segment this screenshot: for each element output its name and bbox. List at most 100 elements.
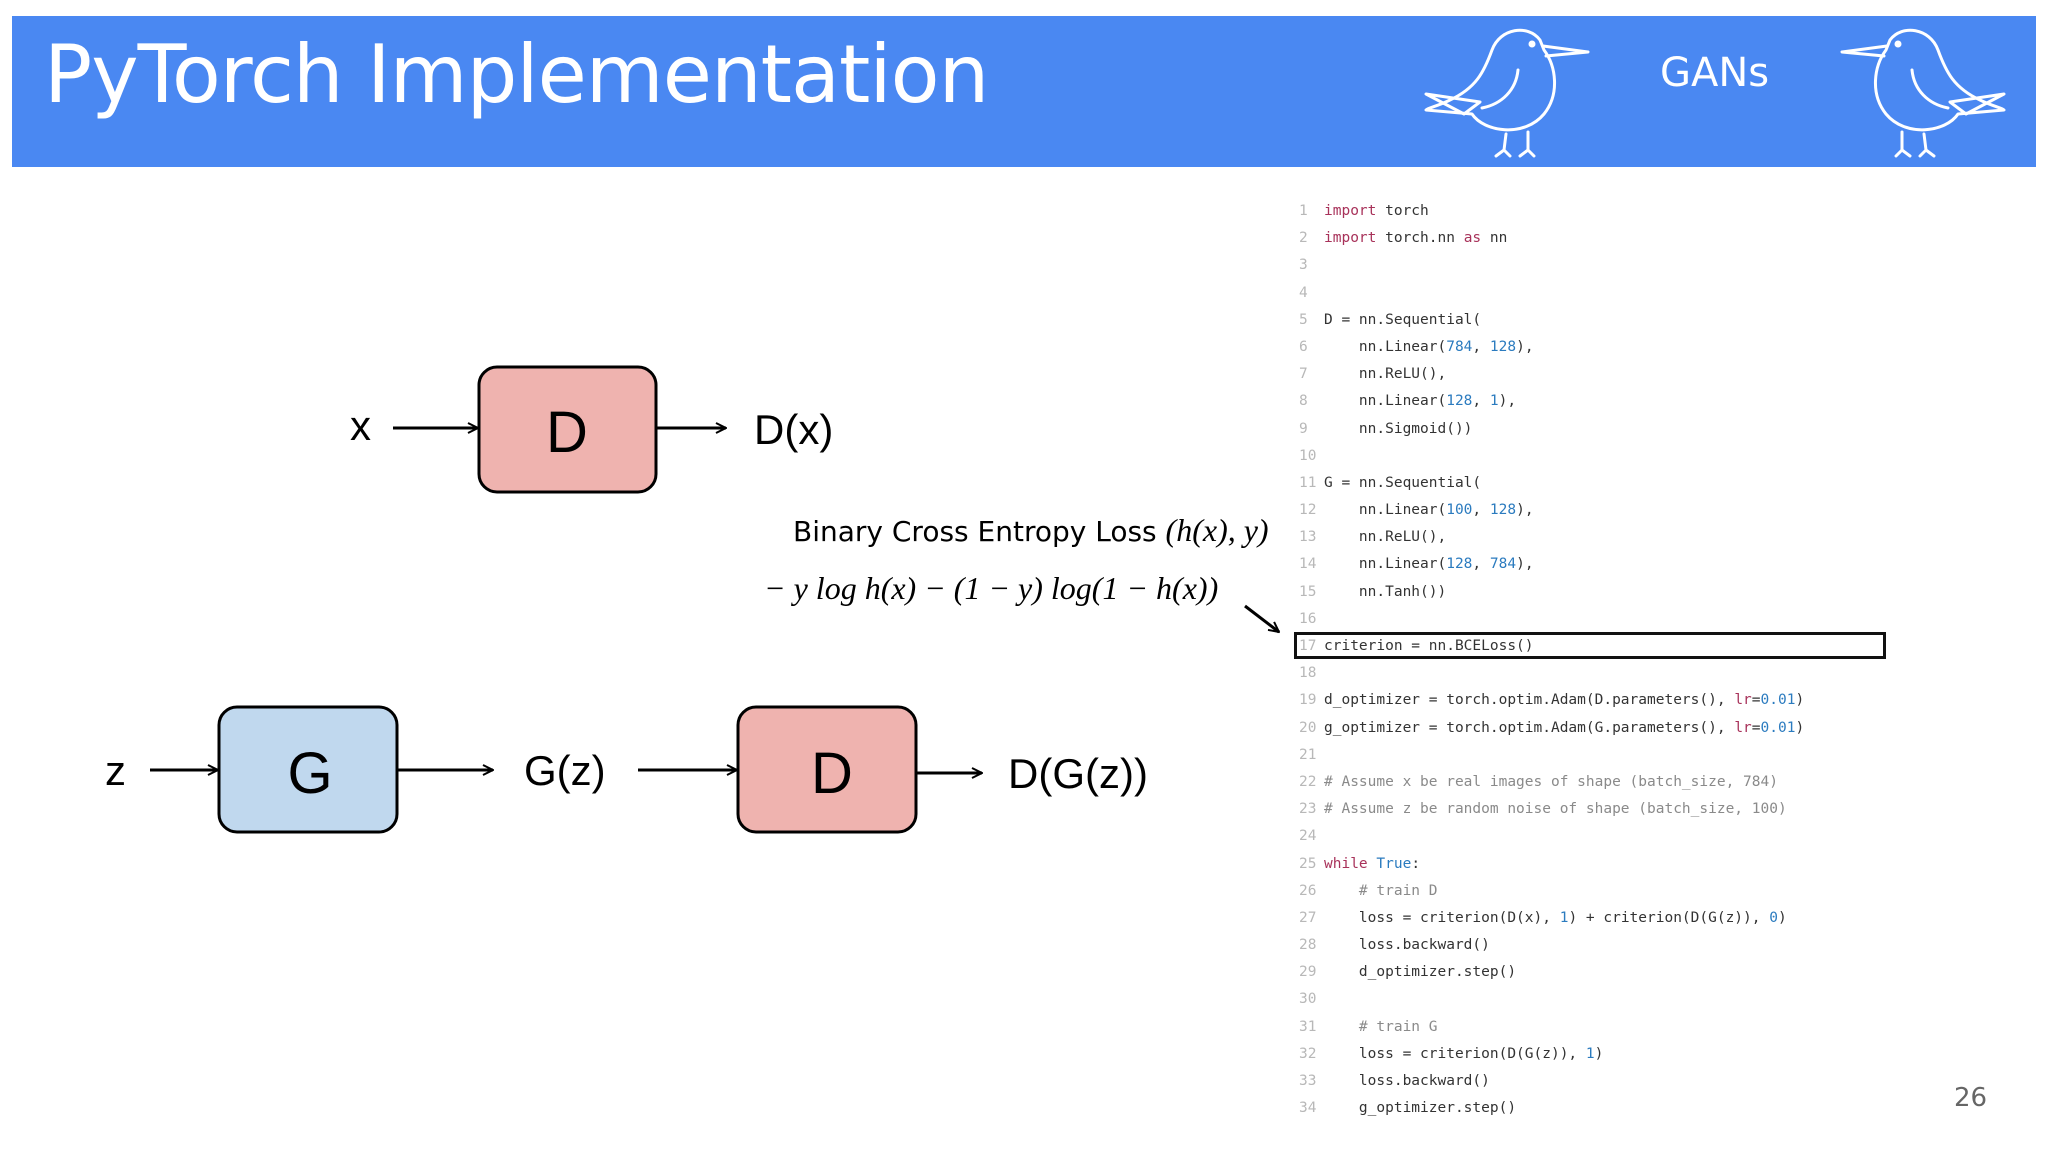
loss-formula: − y log h(x) − (1 − y) log(1 − h(x)): [764, 570, 1219, 606]
line-number: 7: [1299, 366, 1308, 383]
generator-box-label: G: [287, 741, 332, 806]
title-banner: [12, 16, 2036, 167]
code-line: 23 # Assume z be random noise of shape (b…: [1290, 796, 1900, 823]
line-number: 1: [1299, 203, 1308, 219]
code-line: 31 # train G: [1290, 1014, 1900, 1041]
gz-label: G(z): [524, 747, 606, 794]
code-token: g_optimizer.step(): [1324, 1100, 1517, 1117]
code-line: 4: [1290, 280, 1900, 307]
code-token: ),: [1516, 502, 1534, 519]
line-number: 6: [1299, 338, 1308, 355]
code-token: ): [1777, 909, 1787, 926]
line-number: 11: [1299, 474, 1317, 491]
discriminator-box-2: [736, 705, 918, 834]
code-line: 24: [1290, 823, 1900, 850]
code-token: while: [1324, 855, 1368, 872]
code-line: 32 loss = criterion(D(G(z)), 1): [1290, 1041, 1900, 1068]
criterion-highlight-box: [1294, 632, 1886, 659]
code-token: 1: [1585, 1045, 1595, 1062]
code-token: D = nn.Sequential(: [1324, 311, 1482, 328]
line-number: 20: [1299, 719, 1317, 736]
code-token: loss = criterion(D(G(z)),: [1324, 1045, 1586, 1062]
code-line: 26 # train D: [1290, 878, 1900, 905]
loss-title: Binary Cross Entropy Loss (h(x), y): [793, 512, 1269, 549]
code-token: 0.01: [1760, 692, 1796, 709]
code-token: G = nn.Sequential(: [1324, 474, 1482, 491]
code-token: :: [1411, 855, 1421, 872]
page-number: 26: [1954, 1083, 1988, 1113]
code-token: ,: [1472, 556, 1490, 573]
code-line: 22# Assume x be real images of shape (ba…: [1290, 769, 1900, 796]
code-token: ),: [1516, 338, 1534, 355]
code-token: as: [1463, 230, 1482, 247]
code-token: # Assume z be random noise of shape (bat…: [1324, 801, 1787, 818]
code-token: ,: [1472, 393, 1490, 410]
line-number: 24: [1299, 828, 1317, 845]
line-number: 32: [1299, 1045, 1317, 1062]
code-token: lr: [1734, 692, 1752, 709]
generator-box: [217, 705, 399, 834]
code-token: 128: [1489, 338, 1517, 355]
code-token: True: [1376, 855, 1412, 872]
code-line: 6 nn.Linear(784, 128),: [1290, 334, 1900, 361]
code-token: 1: [1559, 909, 1569, 926]
code-token: loss.backward(): [1324, 937, 1490, 954]
code-token: d_optimizer.step(): [1324, 964, 1517, 981]
code-token: 0: [1769, 909, 1778, 926]
code-token: nn.ReLU(),: [1324, 366, 1447, 383]
code-token: import: [1324, 203, 1377, 219]
code-token: nn.Sigmoid()): [1324, 420, 1473, 437]
line-number: 5: [1299, 311, 1308, 328]
code-token: ,: [1472, 502, 1490, 519]
code-token: 128: [1489, 502, 1517, 519]
code-line: 8 nn.Linear(128, 1),: [1290, 388, 1900, 415]
output-dx-label: D(x): [754, 406, 833, 453]
code-line: 12 nn.Linear(100, 128),: [1290, 497, 1900, 524]
line-number: 12: [1299, 502, 1317, 519]
line-number: 18: [1299, 665, 1317, 682]
line-number: 19: [1299, 692, 1317, 709]
line-number: 23: [1299, 801, 1317, 818]
code-token: loss.backward(): [1324, 1073, 1490, 1089]
slide-title: PyTorch Implementation: [44, 28, 989, 121]
line-number: 17: [1299, 638, 1317, 654]
code-line: 33 loss.backward(): [1290, 1068, 1900, 1095]
loss-title-text: Binary Cross Entropy Loss: [793, 515, 1157, 548]
code-token: ),: [1498, 393, 1517, 410]
code-token: =: [1751, 719, 1761, 736]
code-token: lr: [1734, 719, 1752, 736]
bird-icon: [1840, 28, 2006, 158]
line-number: 9: [1299, 420, 1308, 437]
line-number: 16: [1299, 610, 1317, 627]
code-line: 11 G = nn.Sequential(: [1290, 470, 1900, 497]
discriminator-box-2-label: D: [811, 741, 853, 806]
slide-subtitle: GANs: [1660, 50, 1770, 96]
code-token: loss = criterion(D(x),: [1324, 909, 1560, 926]
line-number: 28: [1299, 937, 1317, 954]
code-token: d_optimizer = torch.optim.Adam(D.paramet…: [1324, 692, 1735, 709]
code-line: 29 d_optimizer.step(): [1290, 959, 1900, 986]
code-line: 5 D = nn.Sequential(: [1290, 307, 1900, 334]
line-number: 27: [1299, 909, 1317, 926]
code-token: # train G: [1324, 1018, 1438, 1035]
code-token: 100: [1446, 502, 1473, 519]
code-line: 19 d_optimizer = torch.optim.Adam(D.param…: [1290, 687, 1900, 714]
line-number: 22: [1299, 773, 1317, 790]
code-line: 18: [1290, 660, 1900, 687]
code-token: torch.nn: [1376, 230, 1464, 247]
code-token: torch: [1376, 203, 1429, 219]
code-token: nn: [1481, 230, 1508, 247]
code-token: # train D: [1324, 882, 1438, 899]
code-token: 1: [1489, 393, 1499, 410]
discriminator-box-label: D: [546, 400, 588, 465]
line-number: 30: [1299, 991, 1317, 1008]
code-token: import: [1324, 230, 1377, 247]
input-z-label: z: [105, 747, 126, 794]
code-token: nn.ReLU(),: [1324, 529, 1447, 546]
code-token: 784: [1446, 338, 1473, 355]
code-token: ,: [1472, 338, 1490, 355]
code-token: nn.Linear(: [1324, 502, 1447, 519]
